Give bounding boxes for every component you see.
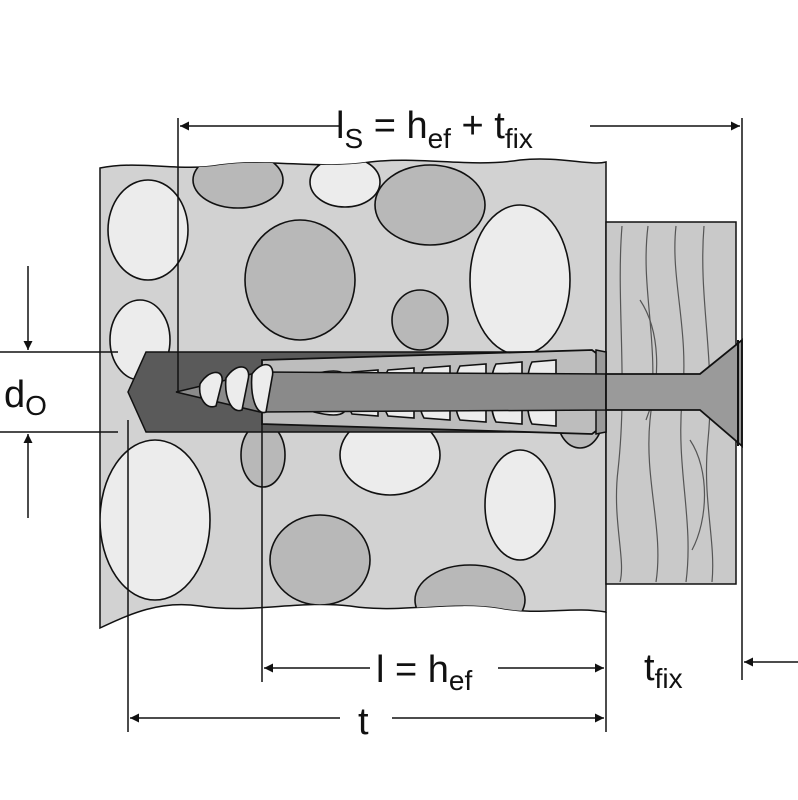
label-do: dO	[4, 374, 47, 421]
dimension-labels: lS = hef + tfix dO l = hef tfix t	[4, 105, 683, 743]
dimension-lines	[0, 118, 798, 732]
label-t: t	[358, 701, 369, 743]
label-ls: lS = hef + tfix	[336, 105, 533, 154]
concrete-base-material	[99, 158, 607, 630]
label-tfix: tfix	[644, 647, 683, 694]
screw	[175, 338, 743, 448]
label-l: l = hef	[376, 649, 472, 696]
